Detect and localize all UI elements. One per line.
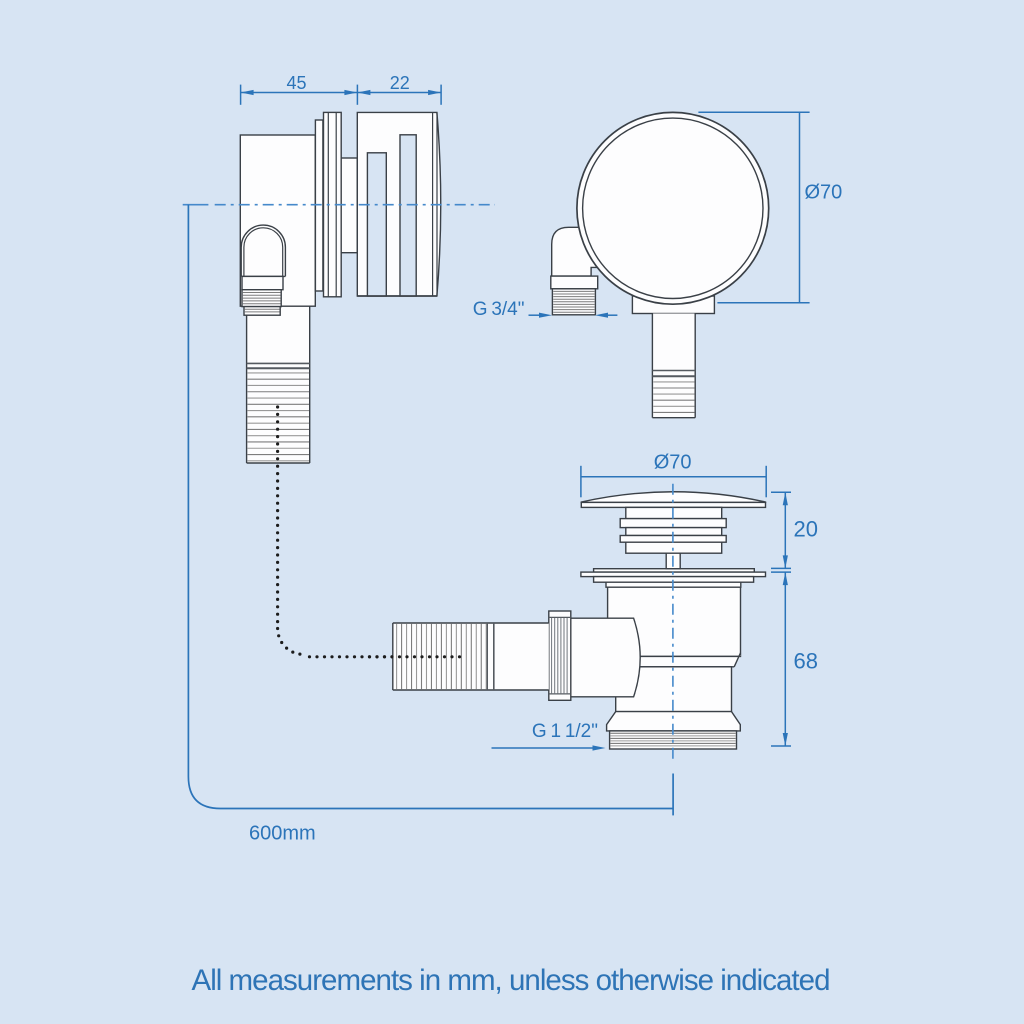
- svg-text:Ø70: Ø70: [805, 182, 843, 204]
- svg-text:68: 68: [794, 649, 818, 674]
- svg-text:45: 45: [286, 73, 306, 93]
- svg-text:20: 20: [794, 517, 818, 542]
- svg-text:All measurements in mm, unless: All measurements in mm, unless otherwise…: [192, 964, 831, 997]
- svg-text:G 1 1/2": G 1 1/2": [532, 721, 598, 742]
- svg-text:Ø70: Ø70: [654, 452, 692, 474]
- svg-text:22: 22: [390, 73, 410, 93]
- svg-text:G 3/4": G 3/4": [473, 299, 525, 320]
- svg-text:600mm: 600mm: [249, 823, 316, 845]
